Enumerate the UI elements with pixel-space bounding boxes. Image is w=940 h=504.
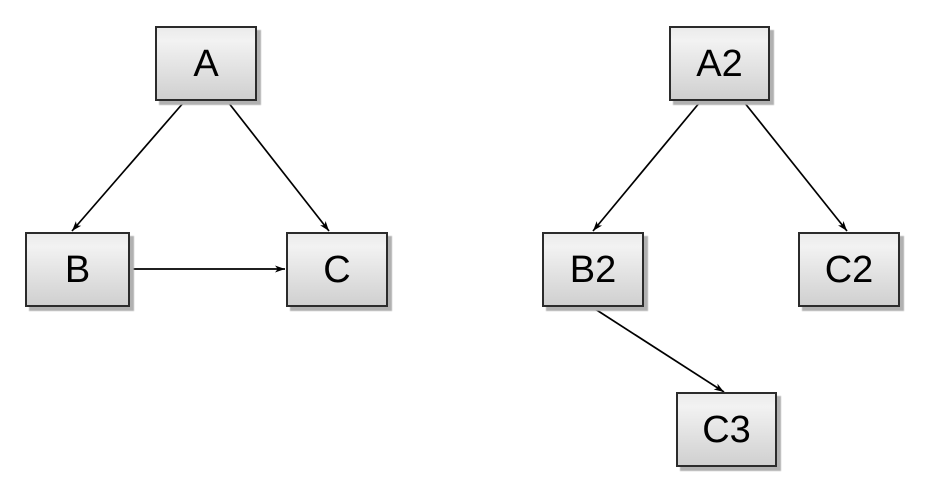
- node-label: C: [323, 248, 351, 291]
- node-label: C3: [702, 408, 751, 451]
- node-label: C2: [824, 248, 874, 291]
- edge-A-to-C: [227, 101, 330, 232]
- edge-A2-to-B2: [592, 101, 701, 232]
- node-C2: C2: [798, 232, 900, 307]
- node-A: A: [155, 26, 257, 101]
- edge-A2-to-C2: [743, 101, 848, 232]
- node-B: B: [25, 232, 130, 307]
- node-label: B: [64, 248, 91, 291]
- node-label: A: [193, 42, 219, 85]
- edge-A-to-B: [71, 101, 185, 232]
- node-B2: B2: [542, 232, 644, 307]
- node-A2: A2: [669, 26, 770, 101]
- node-label: B2: [569, 248, 617, 291]
- node-C: C: [286, 232, 388, 307]
- node-C3: C3: [676, 392, 777, 467]
- node-label: A2: [696, 42, 743, 85]
- edge-B2-to-C3: [591, 306, 725, 393]
